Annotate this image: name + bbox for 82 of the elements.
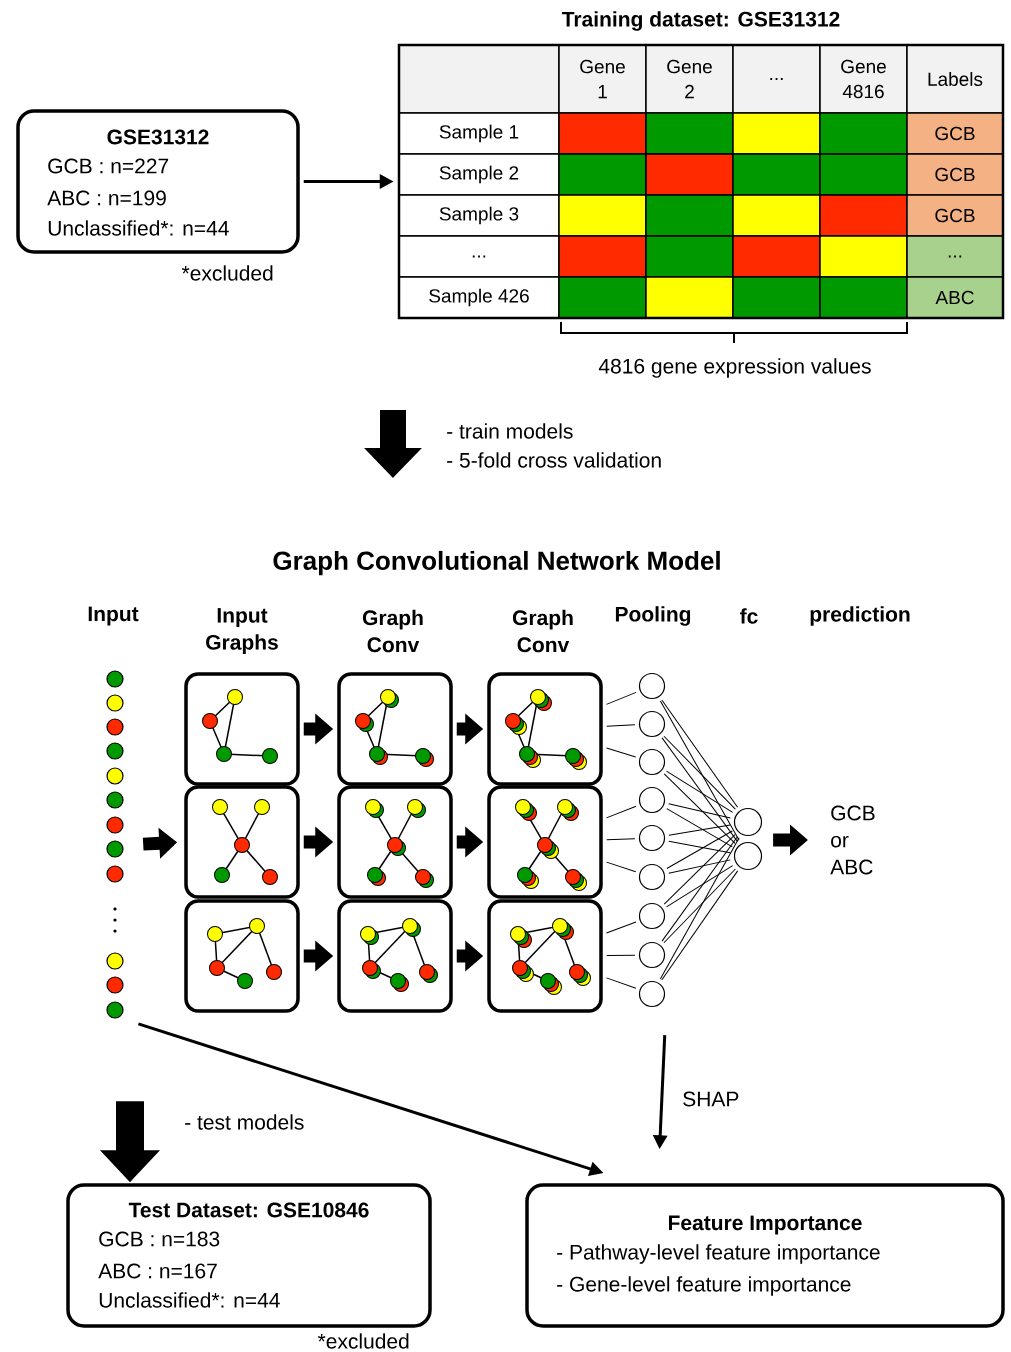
neuron-circle: [638, 902, 666, 930]
table-cell: GCB: [906, 194, 1004, 237]
connection-line: [661, 699, 739, 808]
neuron-circle: [638, 672, 666, 700]
neuron-circle: [638, 941, 666, 969]
connection-line: [666, 808, 733, 848]
connection-line: [663, 735, 736, 810]
column-header: Input Graphs: [206, 608, 278, 654]
box-heading: GSE31312: [107, 129, 209, 145]
section-title: Graph Convolutional Network Model: [273, 550, 720, 576]
connection-line: [606, 977, 637, 989]
table-cell: Gene 1: [558, 44, 647, 114]
connection-line: [606, 861, 637, 873]
edge-label: SHAP: [683, 1091, 739, 1107]
column-header: Graph Conv: [512, 609, 573, 653]
box-text: GCB : n=227: [48, 158, 169, 174]
column-header: prediction: [810, 606, 910, 626]
connection-line: [605, 691, 637, 705]
neuron-circle: [638, 786, 666, 814]
box-text: ABC : n=167: [98, 1263, 217, 1279]
table-cell: GCB: [906, 153, 1004, 196]
table-cell: Sample 3: [398, 194, 560, 237]
label-text: 4816 gene expression values: [598, 358, 871, 378]
connection-line: [661, 737, 738, 842]
edge-label: - test models: [185, 1114, 304, 1130]
box-text: GCB : n=183: [99, 1231, 220, 1247]
connection-line: [661, 836, 738, 942]
connection-line: [659, 700, 740, 841]
box-heading: Feature Importance: [668, 1215, 862, 1235]
table-cell: Sample 426: [398, 276, 560, 319]
label-text: - 5-fold cross validation: [447, 452, 661, 468]
table-cell: Sample 2: [398, 153, 560, 196]
connection-line: [659, 837, 740, 980]
neuron-circle: [638, 863, 666, 891]
column-header: fc: [740, 608, 758, 624]
connection-line: [663, 773, 736, 844]
connection-line: [666, 830, 733, 869]
column-header: Input: [88, 606, 139, 626]
connection-line: [668, 840, 731, 854]
box-text: Unclassified*: n=44: [99, 1292, 280, 1308]
dot-column-drawing: [106, 670, 124, 1019]
connection-line: [606, 747, 637, 758]
table-cell: Labels: [906, 44, 1004, 114]
connection-line: [666, 770, 734, 813]
connection-line: [661, 870, 739, 981]
connection-line: [668, 824, 731, 836]
table-cell: Gene 2: [645, 44, 734, 114]
neuron-circle: [638, 980, 666, 1008]
neuron-circle: [733, 841, 763, 871]
connection-line: [606, 954, 636, 956]
table-cell: ...: [732, 44, 821, 114]
box-text: - Pathway-level feature importance: [557, 1244, 880, 1264]
connection-line: [663, 868, 736, 944]
box-text: - Gene-level feature importance: [557, 1276, 851, 1296]
connection-line: [606, 838, 636, 841]
connection-line: [605, 805, 637, 819]
box-heading: Test Dataset: GSE10846: [128, 1202, 369, 1218]
label-text: - train models: [447, 423, 573, 439]
table-cell: Sample 1: [398, 112, 560, 155]
box-text: Unclassified*: n=44: [48, 220, 229, 236]
column-header: Graph Conv: [362, 609, 423, 653]
table-cell: Gene 4816: [819, 44, 908, 114]
column-header: Pooling: [615, 606, 691, 626]
table-cell: GCB: [906, 112, 1004, 155]
neuron-circle: [638, 824, 666, 852]
table-cell: ABC: [906, 276, 1004, 319]
connection-line: [606, 724, 636, 727]
connection-line: [668, 859, 731, 874]
table-cell: ...: [906, 235, 1004, 278]
box-text: ABC : n=199: [47, 190, 166, 206]
footnote: *excluded: [317, 1333, 409, 1349]
connection-line: [666, 865, 734, 908]
table-cell: ...: [398, 235, 560, 278]
footnote: *excluded: [181, 265, 273, 281]
table-title: Training dataset: GSE31312: [561, 11, 840, 31]
neuron-circle: [638, 710, 666, 738]
neuron-circle: [733, 807, 763, 837]
neuron-circle: [638, 748, 666, 776]
connection-line: [663, 834, 736, 905]
connection-line: [606, 921, 637, 934]
prediction-text: GCB or ABC: [830, 805, 875, 875]
connection-line: [668, 803, 731, 819]
